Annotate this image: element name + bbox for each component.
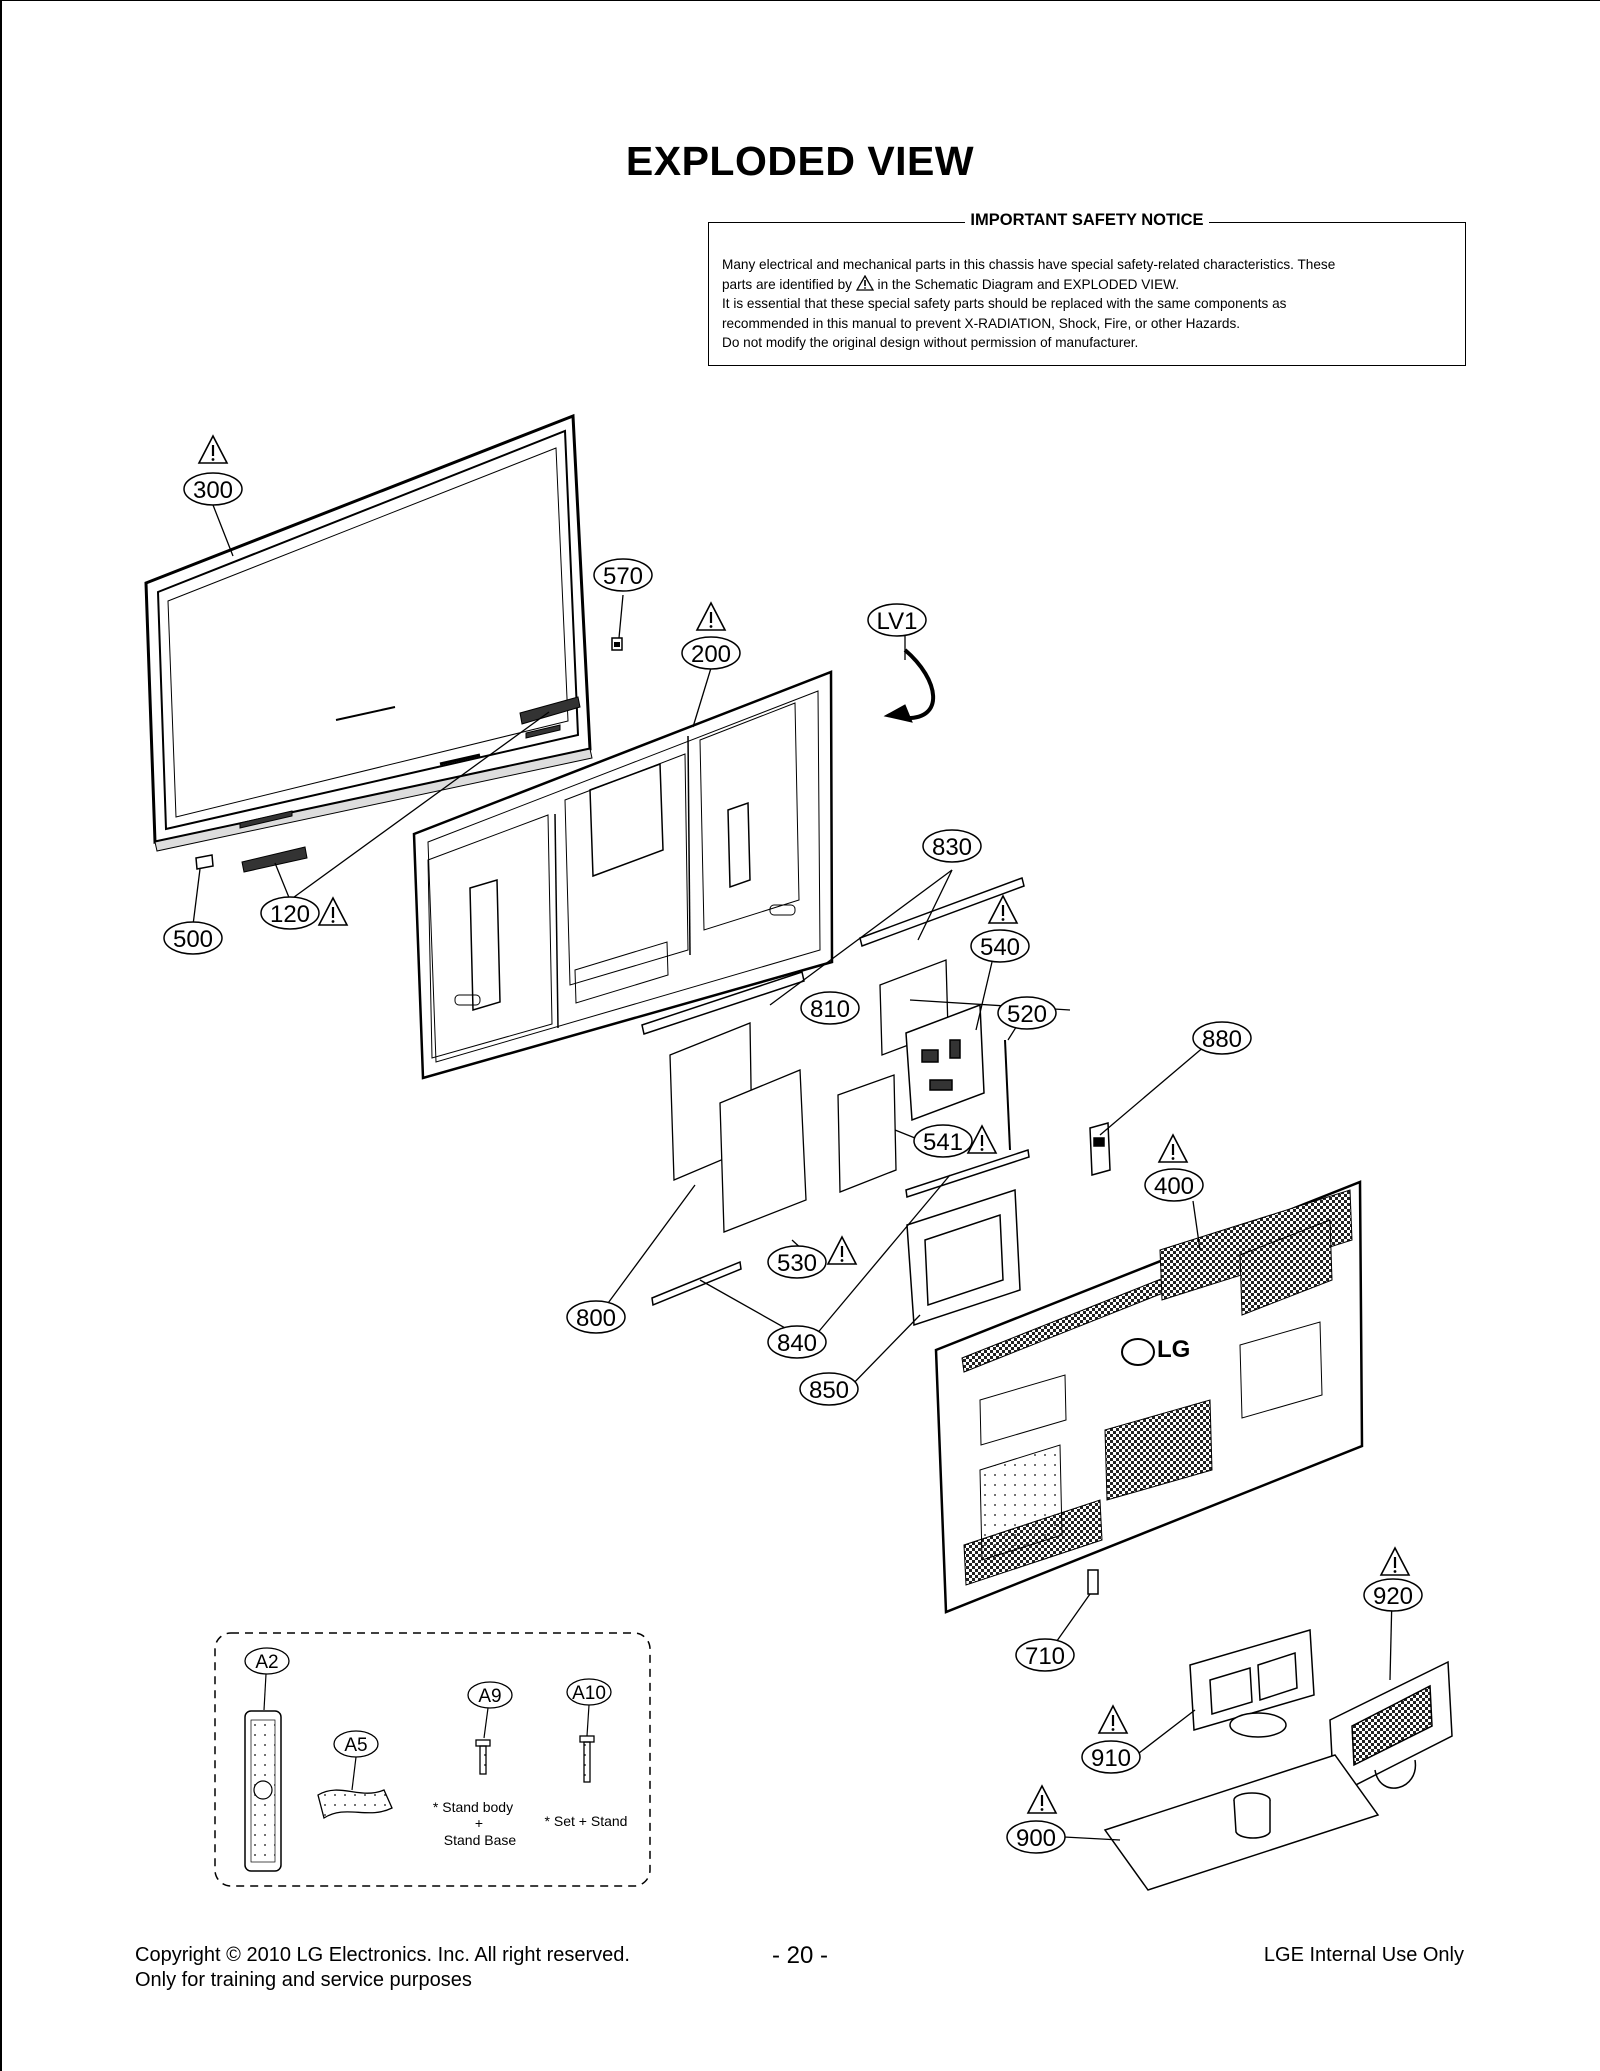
cover-part-920 [1329, 1660, 1453, 1798]
callout-710: 710 [1025, 1643, 1065, 1670]
warning-triangle-icon [855, 274, 874, 291]
bracket-part-850 [906, 1188, 1021, 1327]
notice-line-1: Many electrical and mechanical parts in … [722, 257, 1336, 272]
cable-part-520 [1004, 1039, 1011, 1151]
main-board-part-540 [905, 1003, 985, 1122]
accessory-label-a5: A5 [344, 1735, 367, 1756]
accessory-label-a9: A9 [478, 1686, 501, 1707]
safety-notice-heading: IMPORTANT SAFETY NOTICE [965, 211, 1209, 229]
board-sheets [669, 959, 949, 1233]
accessory-label-a2: A2 [255, 1652, 278, 1673]
notice-line-2: parts are identified by in the Schematic… [722, 274, 1179, 292]
page-number: - 20 - [771, 1942, 828, 1969]
callout-300: 300 [193, 477, 233, 504]
callout-500: 500 [173, 926, 213, 953]
pcb-bars-830-840 [641, 877, 1030, 1307]
page-border-top [0, 0, 1600, 1]
part-710 [1087, 1569, 1099, 1595]
callout-400: 400 [1154, 1173, 1194, 1200]
callout-200: 200 [691, 641, 731, 668]
callout-830: 830 [932, 834, 972, 861]
callout-541: 541 [923, 1129, 963, 1156]
callout-540: 540 [980, 934, 1020, 961]
callout-920: 920 [1373, 1583, 1413, 1610]
callout-LV1: LV1 [877, 608, 918, 635]
cloth-part-a5 [317, 1789, 393, 1820]
stand-note-line-1: * Stand body [433, 1799, 513, 1815]
cabinet-frame-part-200 [412, 670, 834, 1080]
training-text: Only for training and service purposes [135, 1969, 472, 1991]
set-note: * Set + Stand [545, 1813, 628, 1829]
callout-810: 810 [810, 996, 850, 1023]
notice-line-5: Do not modify the original design withou… [722, 335, 1139, 351]
power-button-part-570 [611, 637, 623, 651]
callout-900: 900 [1016, 1825, 1056, 1852]
stand-note-line-3: Stand Base [444, 1832, 517, 1848]
page-border-left [0, 0, 2, 2071]
page-title: EXPLODED VIEW [625, 138, 975, 184]
stand-note-line-2: + [475, 1815, 483, 1831]
callout-530: 530 [777, 1250, 817, 1277]
screw-part-a9 [475, 1739, 491, 1775]
accessories-box: A2 A5 A9 A10 * Stand body + Stand Base *… [214, 1632, 651, 1887]
remote-control-part-a2 [244, 1710, 282, 1872]
back-cover-part-400: LG [934, 1180, 1364, 1614]
bracket-part-880 [1089, 1122, 1111, 1176]
copyright-text: Copyright © 2010 LG Electronics. Inc. Al… [135, 1944, 630, 1966]
stand-body-part-910 [1189, 1629, 1315, 1738]
notice-line-4: recommended in this manual to prevent X-… [722, 315, 1241, 331]
callout-840: 840 [777, 1330, 817, 1357]
callout-800: 800 [576, 1305, 616, 1332]
front-bezel-part-300 [144, 413, 593, 852]
callout-520: 520 [1007, 1001, 1047, 1028]
callout-570: 570 [603, 563, 643, 590]
speaker-part-120 [241, 696, 581, 873]
notice-line-3: It is essential that these special safet… [722, 296, 1287, 312]
warning-triangle-icons [197, 434, 1411, 1815]
accessory-label-a10: A10 [572, 1683, 606, 1704]
callout-850: 850 [809, 1377, 849, 1404]
screw-part-a10 [579, 1735, 595, 1783]
callout-120: 120 [270, 901, 310, 928]
callout-880: 880 [1202, 1026, 1242, 1053]
ir-board-part-500 [195, 854, 214, 870]
callout-910: 910 [1091, 1745, 1131, 1772]
footer-left: Copyright © 2010 LG Electronics. Inc. Al… [135, 1943, 630, 1993]
safety-notice-text: Many electrical and mechanical parts in … [722, 255, 1452, 353]
callout-ovals [163, 472, 1423, 1854]
stand-base-part-900 [1103, 1754, 1380, 1891]
back-cover-logo: LG [1157, 1336, 1190, 1363]
safety-notice-box: IMPORTANT SAFETY NOTICE Many electrical … [708, 211, 1466, 366]
cable-part-LV1 [883, 648, 936, 723]
internal-use-label: LGE Internal Use Only [1263, 1944, 1464, 1966]
